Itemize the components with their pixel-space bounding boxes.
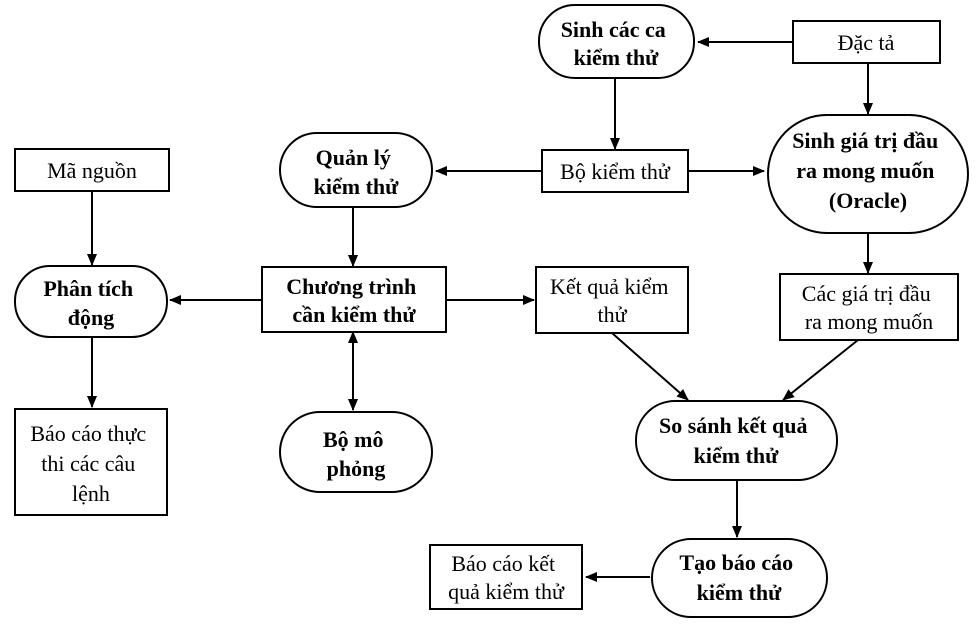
node-phan-tich: Phân tích động xyxy=(14,265,168,338)
svg-text:Kết quả kiểm thử: Kết quả kiểm thử xyxy=(550,274,674,327)
node-cac-gia-tri: Các giá trị đầu ra mong muốn xyxy=(779,273,959,341)
node-quan-ly-line-2: kiểm thử xyxy=(314,174,400,199)
node-ma-nguon-line-1: Mã nguồn xyxy=(47,158,137,183)
svg-text:Tạo báo cáo kiểm thử: Tạo báo cáo kiểm thử xyxy=(679,550,798,605)
node-tao-bao-cao-line-2: kiểm thử xyxy=(697,580,783,605)
node-bo-kiem-thu: Bộ kiểm thử xyxy=(541,149,689,193)
node-dac-ta: Đặc tả xyxy=(792,20,941,64)
node-bo-mo-phong-line-2: phỏng xyxy=(327,456,386,481)
svg-text:Quản lý kiểm thử: Quản lý kiểm thử xyxy=(314,145,400,199)
svg-text:Phân tích động: Phân tích động xyxy=(43,276,138,330)
node-bo-kiem-thu-line-1: Bộ kiểm thử xyxy=(560,159,671,184)
node-phan-tich-line-2: động xyxy=(68,305,114,330)
node-so-sanh-line-2: kiểm thử xyxy=(694,443,780,468)
svg-text:Bộ mô phỏng: Bộ mô phỏng xyxy=(323,427,389,481)
edge-ket-qua-to-so-sanh xyxy=(611,332,689,401)
node-bao-cao-thuc-thi: Báo cáo thực thi các câu lệnh xyxy=(14,408,168,516)
svg-text:Đặc tả: Đặc tả xyxy=(838,30,895,55)
node-bao-cao-thuc-thi-line-1: Báo cáo thực xyxy=(30,421,146,446)
node-ma-nguon: Mã nguồn xyxy=(14,148,170,192)
node-cac-gia-tri-line-1: Các giá trị đầu xyxy=(802,281,931,306)
node-quan-ly-line-1: Quản lý xyxy=(316,145,391,170)
node-chuong-trinh-line-1: Chương trình xyxy=(286,274,416,299)
node-cac-gia-tri-line-2: ra mong muốn xyxy=(805,309,933,334)
svg-text:Các giá trị đầu ra mong: Các giá trị đầu ra mong muốn xyxy=(802,281,936,334)
node-bao-cao-thuc-thi-line-2: thi các câu xyxy=(41,451,135,476)
svg-text:Mã nguồn: Mã nguồn xyxy=(47,158,137,183)
svg-text:So sánh kết quả kiểm thử: So sánh kết quả kiểm thử xyxy=(659,413,813,468)
svg-text:Sinh giá trị đầu ra mong: Sinh giá trị đầu ra mong muốn (Oracle) xyxy=(792,128,944,213)
node-chuong-trinh-line-2: cần kiểm thử xyxy=(292,302,416,327)
svg-text:Báo cáo thực thi các câu: Báo cáo thực thi các câu lệnh xyxy=(30,421,151,506)
node-bao-cao-ket-qua-line-1: Báo cáo kết xyxy=(451,551,555,576)
svg-text:Báo cáo kết quả kiểm thử: Báo cáo kết quả kiểm thử xyxy=(448,551,565,604)
node-sinh-ca-line-2: kiểm thử xyxy=(574,45,660,70)
node-sinh-ca: Sinh các ca kiểm thử xyxy=(538,4,695,79)
svg-text:Bộ kiểm thử: Bộ kiểm thử xyxy=(560,159,671,184)
svg-text:Chương trình cần kiểm th: Chương trình cần kiểm thử xyxy=(286,274,421,327)
node-sinh-ca-line-1: Sinh các ca xyxy=(561,17,666,42)
node-dac-ta-line-1: Đặc tả xyxy=(838,30,895,55)
node-so-sanh-line-1: So sánh kết quả xyxy=(659,413,808,438)
svg-text:Sinh các ca kiểm thử: Sinh các ca kiểm thử xyxy=(561,17,672,70)
node-ket-qua-line-1: Kết quả kiểm xyxy=(550,274,669,299)
node-so-sanh: So sánh kết quả kiểm thử xyxy=(635,400,838,481)
edge-cac-gia-tri-to-so-sanh xyxy=(782,339,859,401)
node-tao-bao-cao-line-1: Tạo báo cáo xyxy=(679,550,793,575)
edges xyxy=(87,37,873,582)
node-bao-cao-ket-qua-line-2: quả kiểm thử xyxy=(448,579,565,604)
node-sinh-gia-tri-line-2: ra mong muốn xyxy=(796,158,934,183)
node-sinh-gia-tri: Sinh giá trị đầu ra mong muốn (Oracle) xyxy=(767,114,969,234)
node-bao-cao-thuc-thi-line-3: lệnh xyxy=(72,481,110,506)
node-ket-qua-line-2: thử xyxy=(597,302,627,327)
node-sinh-gia-tri-line-1: Sinh giá trị đầu xyxy=(792,128,938,153)
node-chuong-trinh: Chương trình cần kiểm thử xyxy=(261,266,447,333)
node-phan-tich-line-1: Phân tích xyxy=(43,276,133,301)
node-bo-mo-phong-line-1: Bộ mô xyxy=(323,427,384,452)
node-tao-bao-cao: Tạo báo cáo kiểm thử xyxy=(651,538,828,618)
node-bao-cao-ket-qua: Báo cáo kết quả kiểm thử xyxy=(429,544,583,610)
node-quan-ly: Quản lý kiểm thử xyxy=(279,132,433,208)
node-sinh-gia-tri-line-3: (Oracle) xyxy=(829,188,907,213)
node-bo-mo-phong: Bộ mô phỏng xyxy=(279,411,433,493)
node-ket-qua: Kết quả kiểm thử xyxy=(535,266,689,334)
